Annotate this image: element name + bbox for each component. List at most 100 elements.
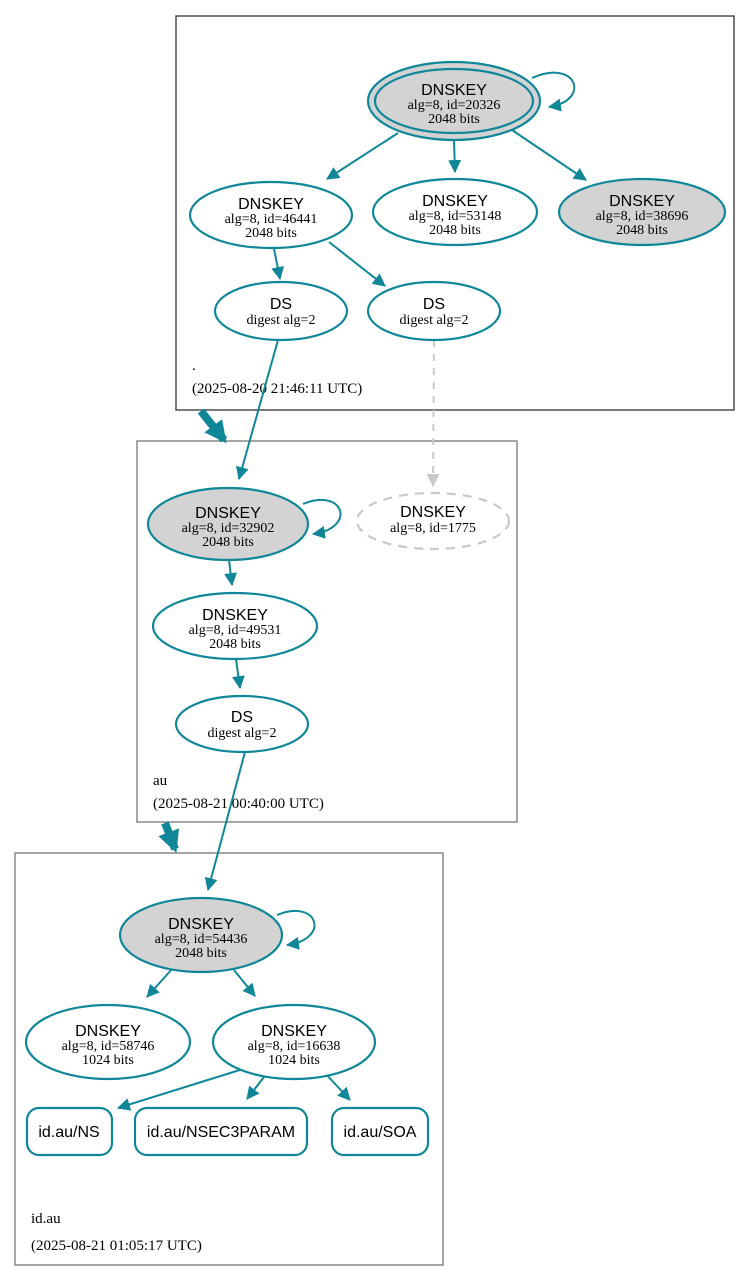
- node-dnskey-49531[interactable]: DNSKEY alg=8, id=49531 2048 bits: [151, 591, 319, 661]
- node-ds-au[interactable]: DS digest alg=2: [174, 694, 310, 754]
- dnskey-20326-inner-ellipse: [373, 67, 535, 135]
- edge-au-ds-to-idau-ksk: [204, 751, 246, 892]
- dnskey-54436-ellipse[interactable]: [118, 896, 284, 974]
- edge-zsk16638-to-rr-ns: [116, 1068, 244, 1111]
- zone-box-root: [175, 15, 735, 411]
- edge-zsk46441-to-ds2: [328, 241, 386, 287]
- ds-root-2-ellipse[interactable]: [366, 280, 502, 342]
- edge-ds2-to-au-missing-key: [426, 339, 440, 488]
- rrset-id-au-nsec3param-label: id.au/NSEC3PARAM: [147, 1124, 295, 1141]
- node-ds-root-2[interactable]: DS digest alg=2: [366, 280, 502, 342]
- dnskey-32902-bits: 2048 bits: [202, 535, 254, 550]
- dnskey-32902-title: DNSKEY: [195, 505, 261, 522]
- zone-timestamp-root: (2025-08-20 21:46:11 UTC): [192, 381, 362, 397]
- node-dnskey-46441[interactable]: DNSKEY alg=8, id=46441 2048 bits: [188, 180, 354, 250]
- rrset-id-au-nsec3param-rect[interactable]: [133, 1106, 309, 1157]
- zone-label-idau: id.au: [31, 1211, 61, 1227]
- node-dnskey-32902[interactable]: DNSKEY alg=8, id=32902 2048 bits: [146, 486, 310, 562]
- dnskey-53148-alg-id: alg=8, id=53148: [409, 209, 502, 224]
- node-rrset-id-au-ns[interactable]: id.au/NS: [25, 1106, 114, 1157]
- dnskey-38696-title: DNSKEY: [609, 193, 675, 210]
- dnskey-54436-bits: 2048 bits: [175, 946, 227, 961]
- dnskey-54436-alg-id: alg=8, id=54436: [155, 932, 248, 947]
- dnskey-49531-ellipse[interactable]: [151, 591, 319, 661]
- node-dnskey-53148[interactable]: DNSKEY alg=8, id=53148 2048 bits: [371, 177, 539, 247]
- dnskey-38696-ellipse[interactable]: [557, 177, 727, 247]
- edge-root-ksk-to-key38696: [511, 129, 587, 181]
- dnskey-46441-bits: 2048 bits: [245, 226, 297, 241]
- edge-zsk49531-to-ds: [231, 658, 245, 690]
- dnskey-49531-alg-id: alg=8, id=49531: [189, 623, 282, 638]
- dnskey-49531-bits: 2048 bits: [209, 637, 261, 652]
- dnskey-58746-ellipse[interactable]: [24, 1003, 192, 1081]
- dnskey-58746-bits: 1024 bits: [82, 1053, 134, 1068]
- edge-root-ksk-to-zsk53148: [448, 140, 462, 174]
- zone-root: . (2025-08-20 21:46:11 UTC): [175, 15, 735, 411]
- dnskey-20326-outer-ellipse[interactable]: [366, 60, 542, 142]
- dnskey-1775-title: DNSKEY: [400, 504, 466, 521]
- edge-au-ksk-to-zsk49531: [224, 559, 238, 587]
- rrset-id-au-soa-rect[interactable]: [330, 1106, 430, 1157]
- edge-zone-root-to-au: [197, 408, 228, 444]
- dnskey-16638-ellipse[interactable]: [211, 1003, 377, 1081]
- dnskey-46441-title: DNSKEY: [238, 196, 304, 213]
- dnskey-53148-bits: 2048 bits: [429, 223, 481, 238]
- node-dnskey-1775-missing[interactable]: DNSKEY alg=8, id=1775: [355, 491, 511, 551]
- zone-label-au: au: [153, 773, 168, 789]
- node-dnskey-54436[interactable]: DNSKEY alg=8, id=54436 2048 bits: [118, 896, 284, 974]
- ds-root-2-title: DS: [423, 296, 445, 313]
- dnskey-20326-title: DNSKEY: [421, 82, 487, 99]
- node-dnskey-58746[interactable]: DNSKEY alg=8, id=58746 1024 bits: [24, 1003, 192, 1081]
- ds-root-1-ellipse[interactable]: [213, 280, 349, 342]
- dnskey-58746-title: DNSKEY: [75, 1023, 141, 1040]
- edge-idau-ksk-selfloop: [276, 909, 316, 950]
- ds-au-digest: digest alg=2: [208, 726, 277, 741]
- dnskey-20326-bits: 2048 bits: [428, 112, 480, 127]
- dnskey-54436-title: DNSKEY: [168, 916, 234, 933]
- dnskey-32902-ellipse[interactable]: [146, 486, 310, 562]
- ds-root-1-digest: digest alg=2: [247, 313, 316, 328]
- ds-au-ellipse[interactable]: [174, 694, 310, 754]
- dnskey-1775-ellipse[interactable]: [355, 491, 511, 551]
- dnskey-46441-alg-id: alg=8, id=46441: [225, 212, 318, 227]
- node-dnskey-38696[interactable]: DNSKEY alg=8, id=38696 2048 bits: [557, 177, 727, 247]
- node-rrset-id-au-soa[interactable]: id.au/SOA: [330, 1106, 430, 1157]
- dnskey-38696-bits: 2048 bits: [616, 223, 668, 238]
- dnskey-38696-alg-id: alg=8, id=38696: [596, 209, 689, 224]
- zone-label-root: .: [192, 358, 196, 374]
- dnskey-46441-ellipse[interactable]: [188, 180, 354, 250]
- edge-idau-ksk-to-zsk16638: [233, 969, 256, 997]
- edge-zsk46441-to-ds1: [271, 248, 285, 281]
- ds-root-1-title: DS: [270, 296, 292, 313]
- rrset-id-au-ns-label: id.au/NS: [38, 1124, 99, 1141]
- node-dnskey-20326-trust-anchor[interactable]: DNSKEY alg=8, id=20326 2048 bits: [366, 60, 542, 142]
- rrset-id-au-ns-rect[interactable]: [25, 1106, 114, 1157]
- node-ds-root-1[interactable]: DS digest alg=2: [213, 280, 349, 342]
- edge-zsk16638-to-rr-nsec3param: [246, 1076, 265, 1100]
- node-rrset-id-au-nsec3param[interactable]: id.au/NSEC3PARAM: [133, 1106, 309, 1157]
- dnskey-16638-title: DNSKEY: [261, 1023, 327, 1040]
- dnskey-53148-ellipse[interactable]: [371, 177, 539, 247]
- dnskey-53148-title: DNSKEY: [422, 193, 488, 210]
- dnskey-16638-bits: 1024 bits: [268, 1053, 320, 1068]
- zone-box-au: [136, 440, 518, 823]
- zone-au: au (2025-08-21 00:40:00 UTC): [136, 440, 518, 823]
- edge-au-ksk-selfloop: [302, 498, 342, 539]
- dnskey-32902-alg-id: alg=8, id=32902: [182, 521, 275, 536]
- edges: [116, 71, 587, 1111]
- edge-root-ksk-selfloop: [531, 71, 576, 112]
- node-dnskey-16638[interactable]: DNSKEY alg=8, id=16638 1024 bits: [211, 1003, 377, 1081]
- dnskey-16638-alg-id: alg=8, id=16638: [248, 1039, 341, 1054]
- zone-box-idau: [14, 852, 444, 1266]
- edge-zone-au-to-idau: [158, 821, 180, 853]
- dnskey-1775-alg-id: alg=8, id=1775: [390, 521, 476, 536]
- zone-timestamp-au: (2025-08-21 00:40:00 UTC): [153, 796, 324, 812]
- zone-idau: id.au (2025-08-21 01:05:17 UTC): [14, 852, 444, 1266]
- edge-ds1-to-au-ksk: [235, 339, 279, 481]
- edge-idau-ksk-to-zsk58746: [146, 968, 173, 998]
- dnskey-49531-title: DNSKEY: [202, 607, 268, 624]
- ds-root-2-digest: digest alg=2: [400, 313, 469, 328]
- dnskey-58746-alg-id: alg=8, id=58746: [62, 1039, 155, 1054]
